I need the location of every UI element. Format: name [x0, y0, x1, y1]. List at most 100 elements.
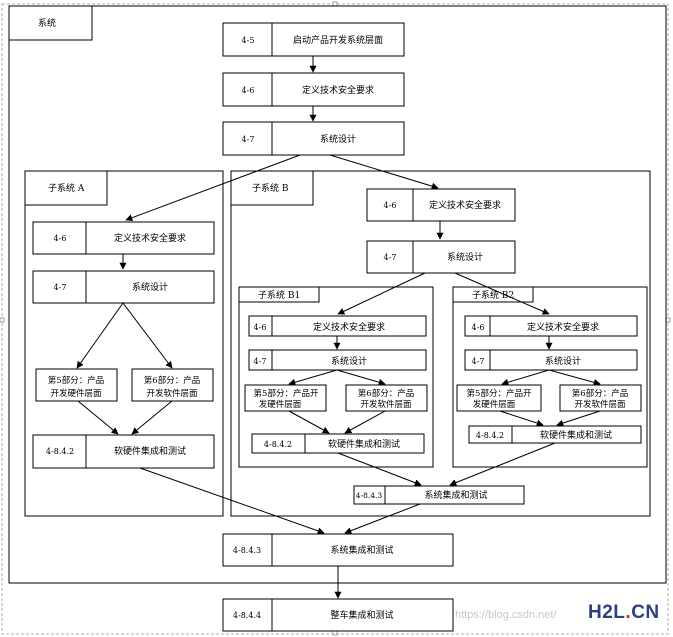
sub-b1-box-4-6-text: 定义技术安全要求 — [313, 321, 385, 333]
watermark-logo-cn: CN — [631, 602, 660, 623]
sub-b1-integ-num: 4-8.4.2 — [264, 440, 292, 449]
subsystem-b2-label: 子系统 B2 — [472, 289, 514, 301]
sub-a-sw-line1: 第6部分：产品 — [144, 375, 200, 386]
sub-b-box-4-7: 4-7 系统设计 — [366, 240, 516, 274]
subsystem-a-frame: 子系统 A — [24, 170, 224, 517]
sub-b2-hw-box: 第5部分：产品开 发硬件层面 — [456, 384, 542, 412]
sub-b2-sw-line2: 开发软件层面 — [574, 399, 626, 410]
system-integ-text: 系统集成和测试 — [330, 544, 393, 556]
arrow-a-hw-to-integ — [77, 400, 119, 435]
sub-b1-hw-box: 第5部分：产品开 发硬件层面 — [244, 384, 327, 412]
sub-b2-box-4-7-text: 系统设计 — [545, 355, 581, 367]
sub-a-hw-box: 第5部分：产品 开发硬件层面 — [35, 368, 118, 402]
arrow-b2-sw-to-integ — [556, 410, 601, 427]
top-box-4-6: 4-6 定义技术安全要求 — [222, 72, 405, 107]
subsystem-b1-frame: 子系统 B1 — [238, 286, 434, 468]
arrow-b1-47-to-sw — [336, 369, 386, 386]
sub-b1-box-4-7: 4-7 系统设计 — [248, 349, 427, 371]
sub-b2-box-4-7-num: 4-7 — [472, 357, 485, 366]
arrow-b-47-to-b1 — [337, 272, 426, 315]
sub-b-integ-box: 4-8.4.3 系统集成和测试 — [353, 485, 525, 505]
top-box-4-5: 4-5 启动产品开发系统层面 — [222, 22, 405, 57]
sub-a-hw-line2: 开发硬件层面 — [50, 388, 102, 399]
sub-b2-integ-box: 4-8.4.2 软硬件集成和测试 — [468, 425, 642, 444]
arrow-b-47-to-b2 — [454, 272, 550, 315]
sub-a-box-4-6-text: 定义技术安全要求 — [114, 232, 186, 244]
subsystem-a-label: 子系统 A — [48, 182, 85, 194]
top-box-4-6-num: 4-6 — [242, 86, 255, 95]
sub-b1-box-4-6-num: 4-6 — [254, 323, 267, 332]
top-box-4-5-num: 4-5 — [242, 36, 255, 45]
subsystem-b-frame: 子系统 B — [230, 170, 651, 517]
top-box-4-7: 4-7 系统设计 — [222, 121, 405, 156]
sub-a-sw-line2: 开发软件层面 — [146, 388, 198, 399]
top-box-4-7-num: 4-7 — [242, 135, 255, 144]
sub-b2-integ-num: 4-8.4.2 — [476, 431, 504, 440]
arrow-a-sw-to-integ — [131, 400, 173, 435]
arrow-a-integ-to-sys-integ — [139, 467, 325, 535]
arrow-b1-hw-to-integ — [288, 410, 330, 434]
sub-a-sw-box: 第6部分：产品 开发软件层面 — [131, 368, 214, 402]
sub-b2-hw-line1: 第5部分：产品开 — [467, 388, 532, 399]
arrow-b2-47-to-hw — [501, 369, 550, 386]
top-box-4-6-text: 定义技术安全要求 — [302, 84, 374, 96]
vehicle-integ-box: 4-8.4.4 整车集成和测试 — [222, 598, 454, 632]
arrow-47-to-sub-a — [125, 154, 301, 222]
sub-b-integ-num: 4-8.4.3 — [356, 491, 383, 500]
subsystem-b1-label: 子系统 B1 — [258, 289, 300, 301]
vehicle-integ-text: 整车集成和测试 — [330, 609, 393, 621]
sub-b-box-4-7-text: 系统设计 — [447, 251, 483, 263]
sub-a-hw-line1: 第5部分：产品 — [48, 375, 104, 386]
arrow-b2-47-to-sw — [548, 369, 601, 386]
sub-b-integ-text: 系统集成和测试 — [424, 489, 487, 501]
sub-b-box-4-6-num: 4-6 — [384, 201, 397, 210]
arrow-a-47-to-hw — [76, 302, 124, 369]
system-integ-box: 4-8.4.3 系统集成和测试 — [222, 533, 454, 567]
sub-b2-box-4-6-text: 定义技术安全要求 — [527, 321, 599, 333]
system-frame-label: 系统 — [38, 17, 56, 29]
sub-b1-box-4-6: 4-6 定义技术安全要求 — [248, 315, 427, 337]
sub-b2-sw-box: 第6部分：产品 开发软件层面 — [559, 384, 642, 412]
sub-a-integ-num: 4-8.4.2 — [46, 447, 74, 456]
sub-a-box-4-7: 4-7 系统设计 — [32, 270, 215, 304]
sub-a-integ-box: 4-8.4.2 软硬件集成和测试 — [32, 434, 215, 469]
sub-b-box-4-6: 4-6 定义技术安全要求 — [366, 188, 516, 222]
sub-b-box-4-7-num: 4-7 — [384, 253, 397, 262]
arrow-b2-integ-to-b-integ — [449, 442, 556, 486]
subsystem-b2-frame: 子系统 B2 — [452, 286, 648, 468]
watermark-logo-dot: . — [625, 602, 632, 623]
sub-b1-hw-line2: 发硬件层面 — [259, 399, 302, 410]
sub-a-box-4-7-num: 4-7 — [54, 283, 67, 292]
sub-b1-sw-line1: 第6部分：产品 — [358, 388, 414, 399]
arrow-b1-integ-to-b-integ — [337, 452, 422, 486]
sub-b2-box-4-6: 4-6 定义技术安全要求 — [464, 315, 638, 337]
sub-a-box-4-6-num: 4-6 — [54, 234, 67, 243]
top-box-4-7-text: 系统设计 — [320, 133, 356, 145]
arrow-b1-sw-to-integ — [344, 410, 386, 434]
system-integ-num: 4-8.4.3 — [233, 546, 261, 555]
sub-b-box-4-6-text: 定义技术安全要求 — [429, 199, 501, 211]
watermark-url: https://blog.csdn.net/ — [455, 609, 557, 621]
sub-b1-sw-box: 第6部分：产品 开发软件层面 — [345, 384, 428, 412]
sub-a-integ-text: 软硬件集成和测试 — [114, 445, 186, 457]
watermark-logo: H2L.CN — [588, 602, 660, 624]
sub-b2-sw-line1: 第6部分：产品 — [572, 388, 628, 399]
arrow-b2-hw-to-integ — [499, 410, 544, 427]
sub-b1-box-4-7-num: 4-7 — [254, 357, 267, 366]
vehicle-integ-num: 4-8.4.4 — [233, 611, 261, 620]
sub-b2-box-4-7: 4-7 系统设计 — [464, 349, 638, 371]
arrow-b-integ-to-sys-integ — [344, 503, 421, 534]
sub-b2-box-4-6-num: 4-6 — [472, 323, 485, 332]
sub-b2-integ-text: 软硬件集成和测试 — [540, 429, 612, 441]
arrow-b1-47-to-hw — [288, 369, 338, 386]
arrow-a-47-to-sw — [122, 302, 173, 369]
sub-b1-hw-line1: 第5部分：产品开 — [254, 388, 319, 399]
sub-b1-integ-box: 4-8.4.2 软硬件集成和测试 — [251, 433, 425, 454]
sub-b1-box-4-7-text: 系统设计 — [331, 355, 367, 367]
subsystem-b-label: 子系统 B — [252, 182, 289, 194]
top-box-4-5-text: 启动产品开发系统层面 — [293, 34, 383, 46]
sub-a-box-4-6: 4-6 定义技术安全要求 — [32, 221, 215, 255]
sub-b1-sw-line2: 开发软件层面 — [360, 399, 412, 410]
watermark-logo-h2l: H2L — [588, 602, 626, 623]
